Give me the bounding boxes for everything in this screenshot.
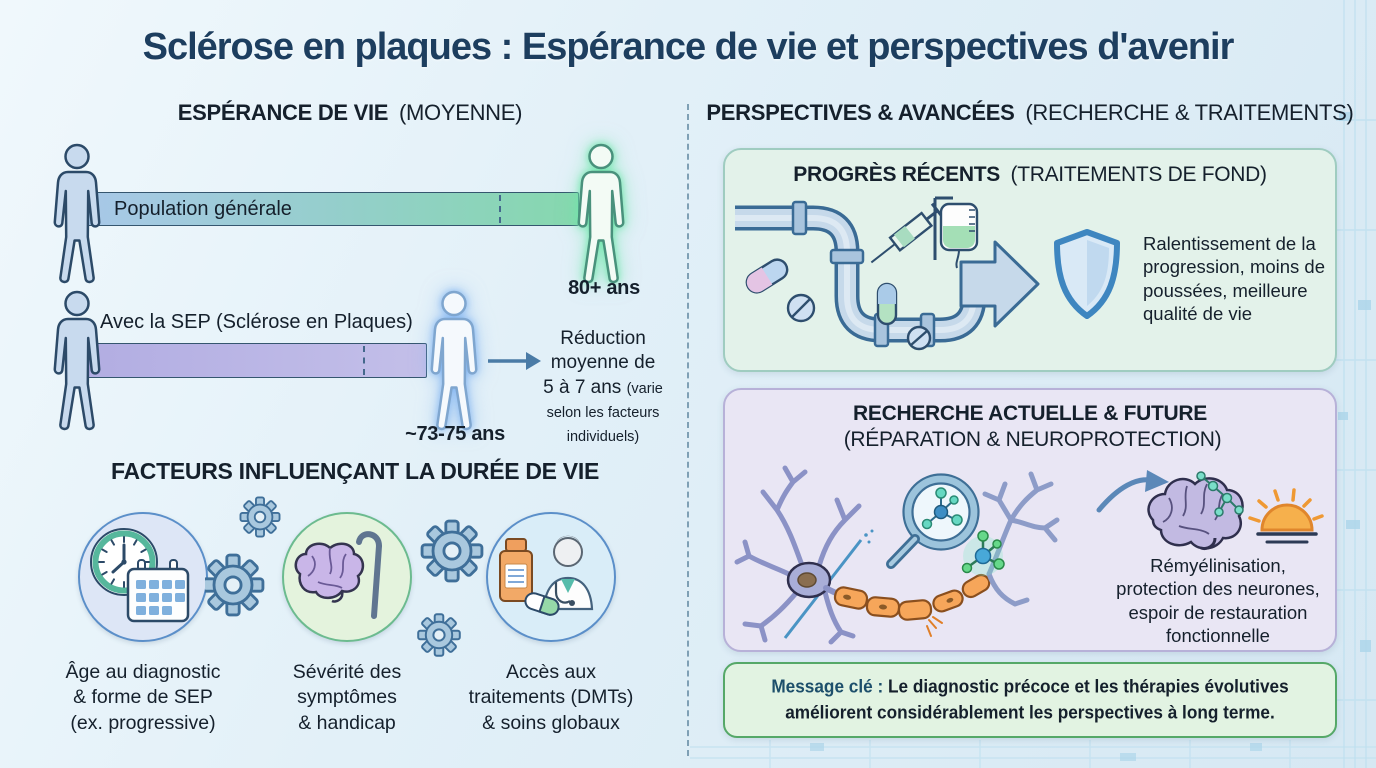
brain-cane-icon (294, 531, 382, 619)
sunrise-icon (1248, 488, 1324, 544)
factors-heading: FACTEURS INFLUENÇANT LA DURÉE DE VIE (111, 458, 599, 484)
person-icon-sep (430, 290, 478, 431)
life-expectancy-heading: ESPÉRANCE DE VIE (MOYENNE) (177, 100, 523, 125)
progress-box: PROGRÈS RÉCENTS (TRAITEMENTS DE FOND) (723, 148, 1337, 372)
general-population-label: Population générale (114, 197, 292, 220)
research-box-title-line2: (RÉPARATION & NEUROPROTECTION) (843, 428, 1222, 451)
person-icon (53, 290, 101, 431)
gears-icon (205, 496, 281, 617)
sep-bar-label: Avec la SEP (Sclérose en Plaques) (100, 311, 413, 333)
person-icon (53, 143, 101, 284)
circuit-pattern-right (1336, 0, 1376, 768)
neuron-research-illustration (734, 465, 1324, 645)
pipeline-medication-icon (735, 196, 1040, 351)
magnifier-molecule-icon (886, 473, 980, 569)
circuit-pattern-bottom (690, 740, 1376, 768)
bar-dash-mark (363, 346, 365, 375)
neuron-icon (734, 465, 862, 645)
sep-life-value: ~73-75 ans (405, 423, 505, 445)
gears-icon (417, 519, 484, 657)
research-box: RECHERCHE ACTUELLE & FUTURE (RÉPARATION … (723, 388, 1337, 652)
page-title: Sclérose en plaques : Espérance de vie e… (142, 26, 1235, 68)
person-icon-healthy (577, 143, 625, 284)
medication-doctor-icon (499, 535, 594, 616)
factor-caption-treatment: Accès aux traitements (DMTs) & soins glo… (468, 661, 634, 734)
factor-caption-age: Âge au diagnostic & forme de SEP (ex. pr… (65, 661, 221, 734)
bar-dash-mark (499, 195, 501, 223)
general-life-value: 80+ ans (568, 277, 640, 299)
factor-caption-severity: Sévérité des symptômes & handicap (292, 661, 402, 734)
curved-arrow-icon (1096, 470, 1169, 513)
key-message-box: Message clé : Le diagnostic précoce et l… (723, 662, 1337, 738)
dendrite-icon (982, 471, 1060, 607)
reduction-note: Réduction moyenne de 5 à 7 ans (varie se… (543, 328, 663, 446)
progress-box-title: PROGRÈS RÉCENTS (TRAITEMENTS DE FOND) (793, 163, 1267, 186)
clock-calendar-icon (90, 528, 190, 623)
molecule-icon (961, 530, 1005, 576)
column-divider (687, 104, 689, 756)
brain-molecule-icon (1147, 471, 1244, 550)
general-population-bar: Population générale (85, 192, 579, 226)
perspectives-heading: PERSPECTIVES & AVANCÉES (RECHERCHE & TRA… (706, 100, 1354, 125)
progress-box-text: Ralentissement de la progression, moins … (1143, 233, 1326, 324)
research-box-text: Rémyélinisation, protection des neurones… (1116, 555, 1320, 646)
key-message-text: Message clé : Le diagnostic précoce et l… (771, 675, 1289, 723)
sep-bar (85, 343, 427, 378)
research-box-title-line1: RECHERCHE ACTUELLE & FUTURE (853, 402, 1207, 425)
shield-icon (1054, 229, 1120, 319)
myelin-segments-icon (833, 573, 991, 637)
key-message-label: Message clé : (771, 675, 884, 697)
reduction-arrow-icon (488, 352, 541, 370)
